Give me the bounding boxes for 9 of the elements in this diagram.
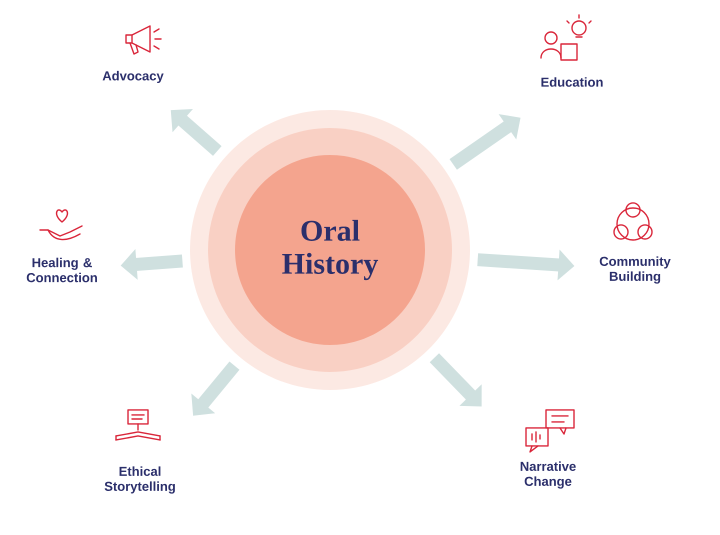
arrow bbox=[170, 109, 222, 156]
topic-label: Healing & Connection bbox=[26, 258, 97, 282]
topic-label: Ethical Storytelling bbox=[104, 466, 175, 494]
topic-label: Advocacy bbox=[102, 70, 164, 84]
center-title: Oral History bbox=[282, 220, 378, 280]
topic-label: Community Building bbox=[600, 256, 671, 284]
topic-label: Narrative Change bbox=[520, 461, 576, 489]
arrow bbox=[430, 353, 482, 406]
topic-label: Education bbox=[541, 77, 603, 87]
